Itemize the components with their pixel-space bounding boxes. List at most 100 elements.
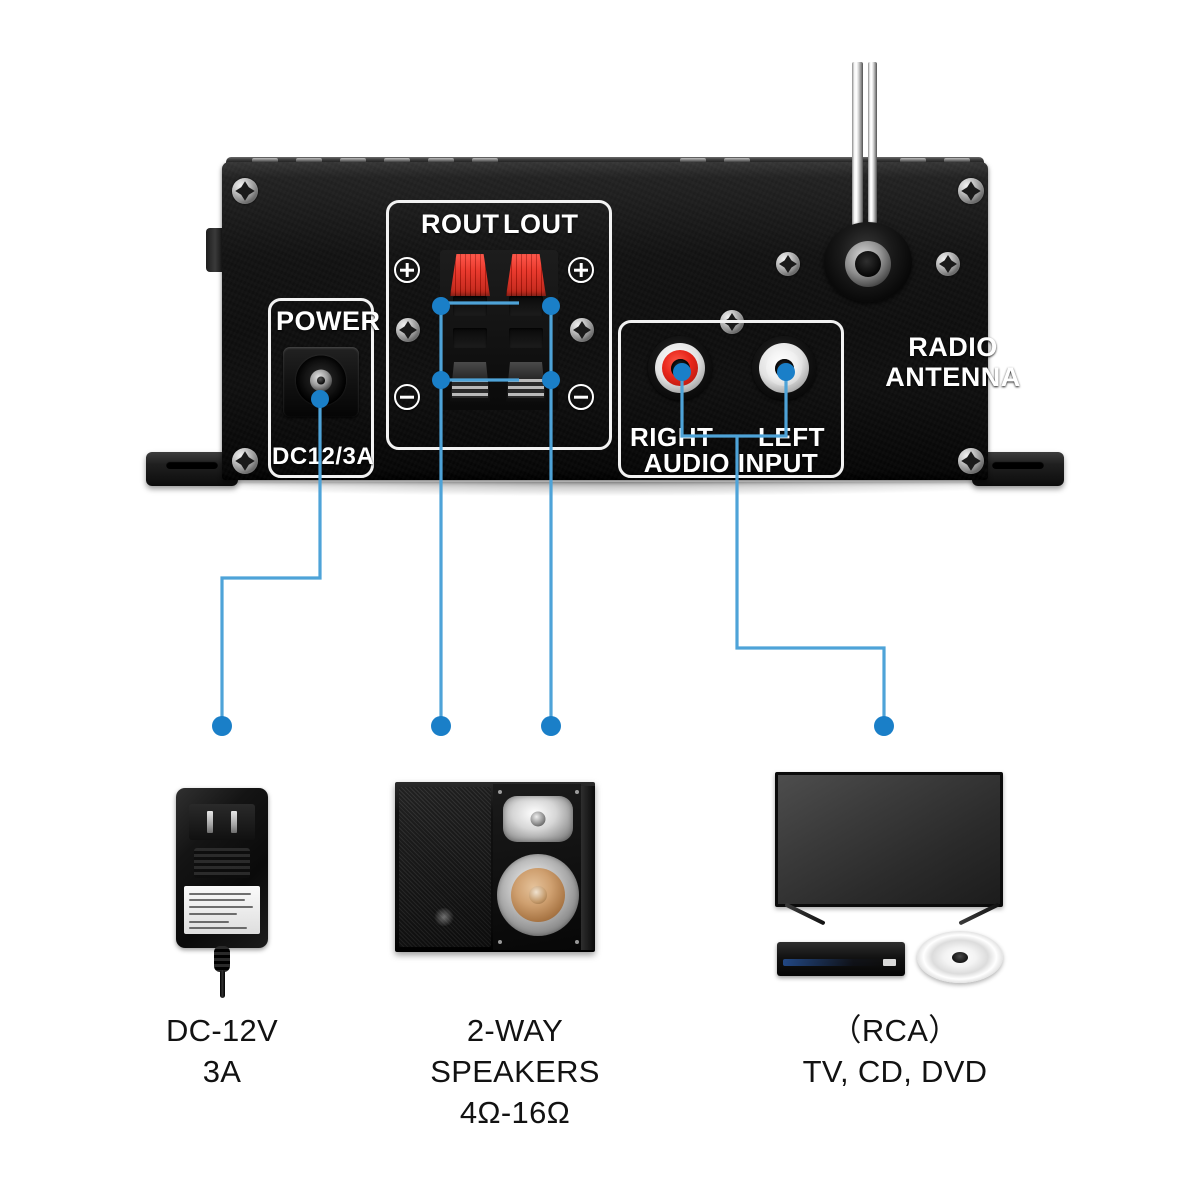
rca-jack-right[interactable] — [648, 336, 712, 400]
speaker-terminal-rout-positive[interactable] — [450, 254, 490, 296]
endpoint-dot-power — [212, 716, 232, 736]
television-screen — [775, 772, 1003, 907]
antenna-rod-upper[interactable] — [852, 62, 863, 237]
power-rating-label: DC12/3A — [272, 443, 375, 470]
adapter-strain-relief — [214, 946, 230, 972]
caption-speakers-line-1: 2-WAY — [466, 1013, 564, 1048]
vent-slot — [428, 158, 454, 163]
speaker-positive-symbol-left — [394, 257, 420, 283]
speaker-dust-cap — [529, 886, 547, 904]
chassis-screw-antenna-right — [936, 252, 960, 276]
speaker-terminal-lout-positive[interactable] — [506, 254, 546, 296]
amplifier-drop-shadow — [150, 482, 1060, 496]
speaker-terminal-rout-negative[interactable] — [450, 362, 490, 402]
speaker-right-channel-label: ROUT — [421, 209, 500, 239]
caption-speakers: 2-WAY SPEAKERS 4Ω-16Ω — [375, 1010, 655, 1133]
speaker-woofer — [497, 854, 579, 936]
caption-rca: （RCA） TV, CD, DVD — [755, 1010, 1035, 1092]
adapter-spec-label — [184, 886, 260, 934]
speaker-baffle-screw — [575, 940, 579, 944]
speaker-positive-symbol-right — [568, 257, 594, 283]
caption-rca-line-2: TV, CD, DVD — [802, 1054, 988, 1089]
vent-slot — [340, 158, 366, 163]
rca-left-outer-ring — [759, 343, 809, 393]
dvd-eject-button — [883, 959, 896, 966]
radio-antenna-label-line1: RADIO — [908, 332, 998, 362]
rca-left-hole — [774, 358, 794, 378]
speaker-terminal-lout-negative[interactable] — [506, 362, 546, 402]
speaker-baffle-screw — [498, 940, 502, 944]
chassis-screw-bottom-left — [232, 448, 258, 474]
caption-speakers-line-2: SPEAKERS — [430, 1054, 600, 1089]
rca-left-color-ring — [766, 350, 802, 386]
chassis-screw-antenna-left — [776, 252, 800, 276]
vent-slot — [900, 158, 926, 163]
speaker-negative-symbol-left — [394, 384, 420, 410]
speaker-brand-badge — [433, 908, 455, 926]
dvd-front-panel-stripe — [783, 959, 883, 966]
antenna-rod-lower[interactable] — [868, 62, 877, 257]
adapter-vent-grille — [194, 848, 250, 878]
compact-disc-hub — [952, 951, 968, 963]
terminal-screw-left — [396, 318, 420, 342]
chassis-side-tab — [206, 228, 224, 272]
speaker-woofer-cone — [511, 868, 565, 922]
rca-right-color-ring — [662, 350, 698, 386]
terminal-screw-right — [570, 318, 594, 342]
adapter-prong-right — [231, 811, 237, 833]
rca-right-outer-ring — [655, 343, 705, 393]
adapter-prong-left — [207, 811, 213, 833]
adapter-prong-plate — [189, 804, 255, 840]
chassis-screw-bottom-right — [958, 448, 984, 474]
endpoint-dot-speaker-b — [541, 716, 561, 736]
caption-power-line-1: DC-12V — [165, 1013, 279, 1048]
dc-jack-inner — [310, 369, 332, 392]
vent-slot — [384, 158, 410, 163]
rca-jack-left[interactable] — [752, 336, 816, 400]
dc-power-jack[interactable] — [283, 347, 359, 417]
caption-power: DC-12V 3A — [82, 1010, 362, 1092]
amplifier-illustration: POWER DC12/3A ROUT LOUT — [0, 0, 1200, 520]
adapter-housing — [176, 788, 268, 948]
speaker-wire-slot-lout-positive — [509, 296, 543, 316]
vent-slot — [724, 158, 750, 163]
endpoint-dot-speaker-a — [431, 716, 451, 736]
caption-power-line-2: 3A — [202, 1054, 242, 1089]
rca-right-hole — [670, 358, 690, 378]
vent-slot — [680, 158, 706, 163]
caption-rca-line-1: （RCA） — [830, 1013, 960, 1048]
speaker-terminal-block[interactable] — [440, 250, 558, 410]
speaker-wire-slot-lout-negative — [509, 328, 543, 348]
speaker-output-outline — [386, 200, 612, 450]
dvd-player — [777, 942, 905, 976]
adapter-dc-cord — [220, 970, 225, 998]
dc-jack-pin — [317, 376, 325, 385]
antenna-base-mount — [824, 222, 912, 302]
speaker-baffle-screw — [498, 790, 502, 794]
vent-slot — [472, 158, 498, 163]
power-heading: POWER — [276, 306, 381, 336]
speaker-cabinet — [395, 782, 595, 952]
vent-slot — [944, 158, 970, 163]
radio-antenna-label-line2: ANTENNA — [885, 362, 1021, 392]
ac-power-adapter-icon — [176, 788, 268, 1003]
speaker-baffle-screw — [575, 790, 579, 794]
speaker-left-channel-label: LOUT — [503, 209, 579, 239]
speaker-wire-slot-rout-positive — [453, 296, 487, 316]
compact-disc — [917, 931, 1003, 983]
speaker-side-panel — [581, 786, 595, 950]
callout-endpoint-dots — [212, 716, 894, 736]
endpoint-dot-rca — [874, 716, 894, 736]
vent-slot — [252, 158, 278, 163]
speaker-wire-slot-rout-negative — [453, 328, 487, 348]
rca-group-label: AUDIO INPUT — [643, 448, 819, 478]
caption-speakers-line-3: 4Ω-16Ω — [459, 1095, 571, 1130]
speaker-horn-tweeter — [503, 796, 573, 842]
speaker-negative-symbol-right — [568, 384, 594, 410]
vent-slot — [296, 158, 322, 163]
dc-jack-ring — [296, 355, 346, 406]
tv-dvd-cd-icon — [775, 772, 1015, 987]
antenna-swivel-ring — [845, 240, 891, 287]
bookshelf-speaker-icon — [395, 782, 595, 957]
